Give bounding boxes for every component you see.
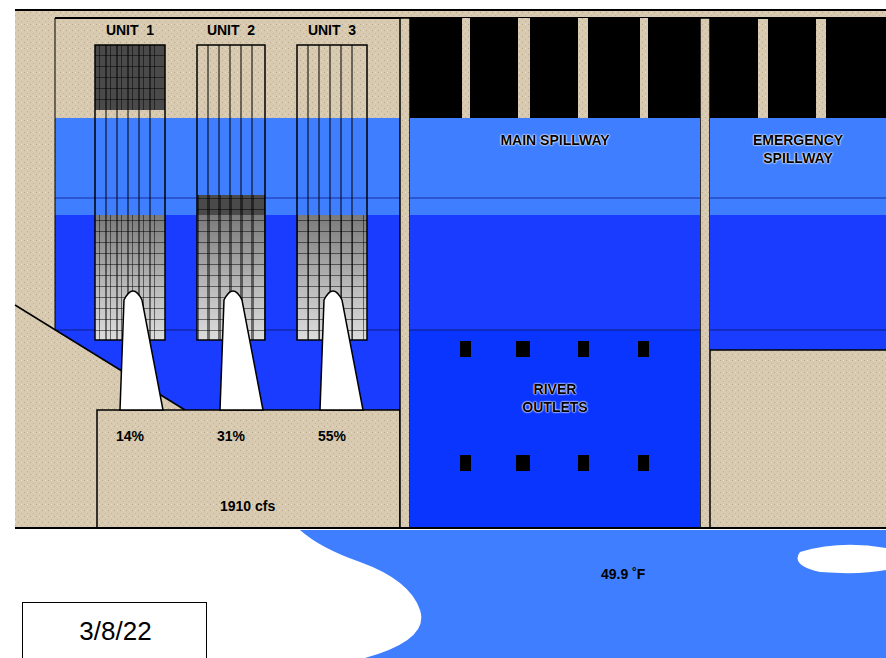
node-label: 3/8/22 — [23, 615, 208, 648]
node-label: EMERGENCY SPILLWAY — [738, 132, 858, 167]
unit-tower: UNIT 1 — [95, 20, 165, 340]
water-temperature: 49.9 ˚F — [601, 566, 645, 582]
node-label: UNIT 3 — [297, 22, 367, 40]
node-label: RIVER OUTLETS — [510, 381, 600, 416]
unit-percent: 14% — [116, 428, 144, 444]
unit-tower: UNIT 2 — [197, 20, 265, 340]
node-label: MAIN SPILLWAY — [410, 132, 700, 150]
unit-percent: 31% — [217, 428, 245, 444]
unit-percent: 55% — [318, 428, 346, 444]
spillway-section: MAIN SPILLWAY RIVER OUTLETS — [410, 18, 700, 528]
unit-tower: UNIT 3 — [297, 20, 367, 340]
outlet-zone: RIVER OUTLETS — [410, 330, 700, 528]
node-label: UNIT 1 — [95, 22, 165, 40]
spillway-section: EMERGENCY SPILLWAY — [710, 18, 886, 350]
flow-value: 1910 cfs — [220, 498, 275, 514]
node-label: UNIT 2 — [197, 22, 265, 40]
date-box: 3/8/22 — [22, 602, 207, 658]
